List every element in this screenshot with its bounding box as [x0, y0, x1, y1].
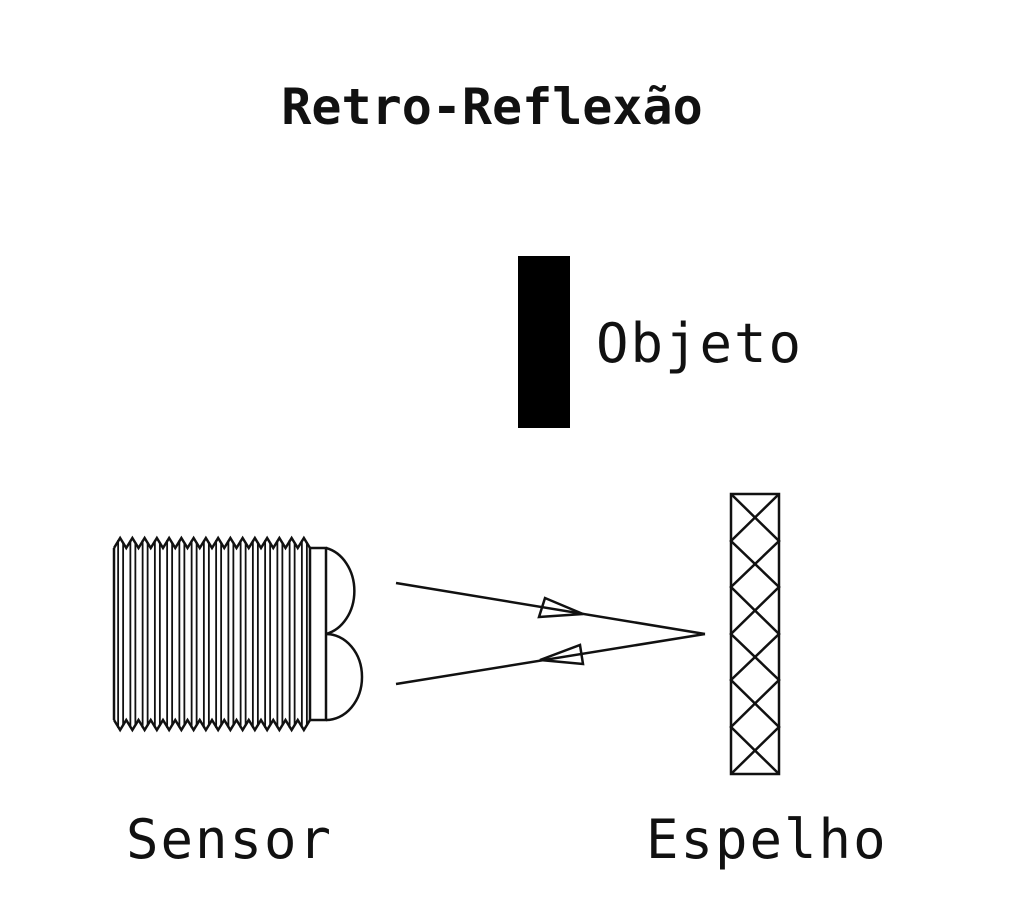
- sensor-thread-body: [112, 535, 312, 733]
- emitted-beam-arrow: [537, 596, 584, 619]
- mirror-label: Espelho: [646, 808, 888, 871]
- object-bar: [518, 256, 570, 428]
- emitted-beam: [395, 581, 706, 636]
- reflected-beam-arrow: [539, 643, 585, 666]
- mirror-zigzag-pattern-reverse: [729, 493, 781, 775]
- object-label: Objeto: [596, 312, 803, 375]
- sensor-lens-housing: [308, 546, 328, 722]
- reflected-beam: [395, 632, 706, 686]
- mirror: Espelho: [646, 492, 888, 871]
- sensor: Sensor: [112, 535, 364, 871]
- mirror-frame: [729, 492, 781, 776]
- sensor-label: Sensor: [126, 808, 333, 871]
- light-beams: [395, 581, 706, 686]
- object: Objeto: [518, 256, 803, 428]
- mirror-zigzag-pattern: [729, 493, 781, 775]
- sensor-receiver-lens: [325, 632, 364, 722]
- sensor-emitter-lens: [325, 546, 356, 636]
- diagram-title: Retro-Reflexão: [281, 78, 702, 136]
